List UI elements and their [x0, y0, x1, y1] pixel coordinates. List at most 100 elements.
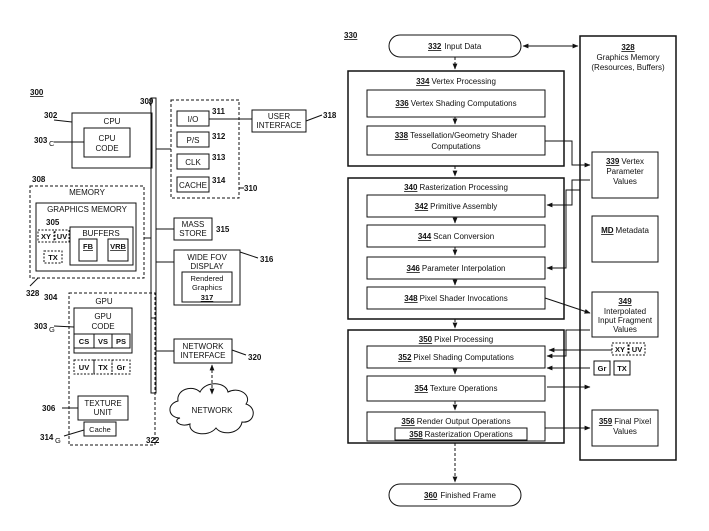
gpu-code-ref: 303	[34, 322, 48, 331]
gpu-cache-label: Cache	[89, 425, 111, 434]
buffers-box	[69, 226, 134, 266]
mass-store-ref: 315	[216, 225, 230, 234]
final-pixel-values-box	[591, 409, 659, 447]
gpu-box	[68, 292, 156, 446]
r-tx-label: TX	[617, 364, 627, 373]
mass-store-line1: MASS	[182, 220, 205, 229]
iif-line2: Input Fragment	[598, 316, 653, 325]
texture-unit-ref: 306	[42, 404, 56, 413]
r-xy-label: XY	[615, 345, 625, 354]
cpu-code-line1: CPU	[99, 134, 116, 143]
iif-ref: 349	[618, 297, 632, 306]
vrb-box	[107, 238, 129, 262]
system-bus	[150, 97, 157, 394]
clk-box	[176, 153, 210, 170]
finished-frame-oval	[388, 483, 522, 507]
ps-ref: 312	[212, 132, 226, 141]
iif-line3: Values	[613, 325, 637, 334]
gpu-code-line2: CODE	[91, 322, 114, 331]
vrb-label: VRB	[110, 242, 126, 251]
figure-300-ref: 300	[30, 88, 44, 97]
scan-conversion-box	[366, 224, 546, 248]
gpu-code-line1: GPU	[94, 312, 112, 321]
tessellation-text-2: Computations	[431, 142, 480, 151]
net-if-line1: NETWORK	[183, 342, 225, 351]
cpu-code-ref-sub: C	[49, 139, 55, 148]
graphics-memory-col-line2: (Resources, Buffers)	[591, 63, 665, 72]
rendered-graphics-box	[181, 271, 233, 303]
clk-ref: 313	[212, 153, 226, 162]
rasterization-processing-box	[347, 177, 565, 320]
support-ref: 310	[244, 184, 258, 193]
memory-ref: 308	[32, 175, 46, 184]
graphics-memory-col-line1: Graphics Memory	[596, 53, 659, 62]
rendered-line1: Rendered	[191, 274, 224, 283]
mass-store-line2: STORE	[179, 229, 206, 238]
vpv-line2: Parameter	[606, 167, 644, 176]
ps-shader-label: PS	[116, 337, 126, 346]
clk-label: CLK	[185, 158, 201, 167]
ps-box	[176, 131, 210, 148]
gpu-gr-label: Gr	[117, 363, 126, 372]
graphics-memory-ref: 305	[46, 218, 60, 227]
mem-uv-label: UV	[57, 232, 67, 241]
cache-ref: 314	[212, 176, 226, 185]
net-if-ref: 320	[248, 353, 262, 362]
r-uv-label: UV	[632, 345, 642, 354]
input-data-label: Input Data	[444, 42, 481, 51]
graphics-memory-column	[579, 35, 677, 461]
display-box	[173, 249, 241, 306]
rasterization-operations-box	[394, 427, 528, 441]
cs-label: CS	[79, 337, 89, 346]
interpolated-input-box	[591, 291, 659, 338]
parameter-interpolation-box	[366, 256, 546, 280]
vpv-line3: Values	[613, 177, 637, 186]
gpu-cache-ref-sub: G	[55, 436, 61, 445]
network-ref: 322	[146, 436, 160, 445]
gpu-tx-label: TX	[98, 363, 108, 372]
cpu-title: CPU	[104, 117, 121, 126]
cpu-code-line2: CODE	[95, 144, 118, 153]
texture-operations-box	[366, 375, 546, 402]
mem-tx-label: TX	[48, 253, 58, 262]
texture-unit-line2: UNIT	[94, 408, 113, 417]
display-line2: DISPLAY	[190, 262, 224, 271]
memory-title: MEMORY	[69, 188, 106, 197]
io-ref: 311	[212, 107, 225, 116]
render-output-box	[366, 411, 546, 442]
r-gr-label: Gr	[598, 364, 607, 373]
net-if-line2: INTERFACE	[181, 351, 226, 360]
fb-box	[78, 238, 98, 262]
input-data-ref: 332	[428, 42, 442, 51]
mem-xy-label: XY	[41, 232, 51, 241]
buffers-label: BUFFERS	[82, 229, 119, 238]
graphics-memory-title: GRAPHICS MEMORY	[47, 205, 128, 214]
figure-330-ref: 330	[344, 31, 358, 40]
cpu-code-ref: 303	[34, 136, 48, 145]
network-cloud	[169, 383, 254, 435]
ps-shader-box	[111, 333, 131, 349]
gpu-code-box	[73, 307, 133, 354]
gpu-code-ref-sub: G	[49, 325, 55, 334]
gpu-cache-box	[83, 421, 117, 437]
primitive-assembly-box	[366, 194, 546, 218]
io-label: I/O	[188, 115, 199, 124]
metadata-box	[591, 215, 659, 263]
ui-ref: 318	[323, 111, 337, 120]
memory-ref-328: 328	[26, 289, 40, 298]
memory-box	[29, 185, 145, 279]
final-pixel-line2: Values	[613, 427, 637, 436]
vertex-shading-box	[366, 89, 546, 118]
